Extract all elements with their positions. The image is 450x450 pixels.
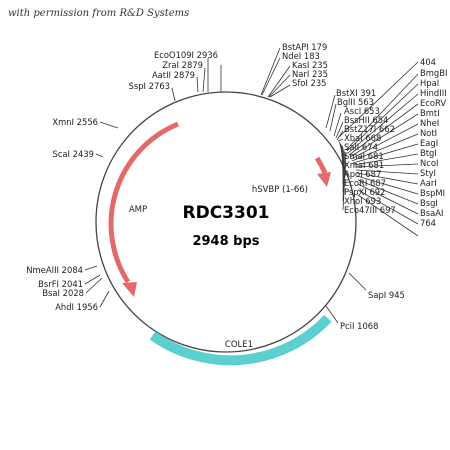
site-label: BssHII 654 xyxy=(344,115,388,125)
site-label: 764 xyxy=(420,218,436,228)
site-label: BsaAI xyxy=(420,208,443,218)
amp-arrow-head xyxy=(122,282,137,297)
site-label: KasI 235 xyxy=(292,60,328,70)
site-label: BstXI 391 xyxy=(336,88,376,98)
site-label: XmnI 2556 xyxy=(52,117,98,127)
site-label: EcoO109I 2936 xyxy=(154,50,218,60)
site-label: HindIII xyxy=(420,88,447,98)
site-label: 404 xyxy=(420,57,436,67)
site-label: PciI 1068 xyxy=(340,321,378,331)
site-label: EcoRV xyxy=(420,98,446,108)
site-label: NotI xyxy=(420,128,437,138)
site-label: EagI xyxy=(420,138,438,148)
site-label: SmaI 681 xyxy=(344,151,384,161)
site-label: PspXI 692 xyxy=(344,187,385,197)
site-label: BspMI xyxy=(420,188,445,198)
site-label: NarI 235 xyxy=(292,69,328,79)
site-label: AscI 653 xyxy=(344,106,380,116)
site-label: BstAPI 179 xyxy=(282,42,327,52)
plasmid-name: RDC3301 xyxy=(183,203,270,223)
site-label: AarI xyxy=(420,178,437,188)
site-label: XhoI 693 xyxy=(344,196,381,206)
site-label: BsgI xyxy=(420,198,438,208)
site-label: BtgI xyxy=(420,148,437,158)
hsvbp-arrow-head xyxy=(317,172,331,187)
cole1-label: COLE1 xyxy=(225,340,253,350)
site-label: AatII 2879 xyxy=(152,70,195,80)
hsvbp-arrow xyxy=(314,156,328,175)
site-label: NheI xyxy=(420,118,439,128)
site-label: SfoI 235 xyxy=(292,78,327,88)
credit-text: with permission from R&D Systems xyxy=(8,8,190,19)
site-leader-lines xyxy=(84,47,419,324)
site-label: Eco47III 697 xyxy=(344,205,396,215)
site-label: ScaI 2439 xyxy=(53,149,95,159)
site-label: ZraI 2879 xyxy=(162,60,203,70)
plasmid-backbone xyxy=(95,91,357,353)
site-label: NcoI xyxy=(420,158,438,168)
site-label: EcoRI 687 xyxy=(344,178,386,188)
site-label: BmgBI xyxy=(420,68,447,78)
site-label: BstZ17I 662 xyxy=(344,124,395,134)
site-label: SspI 2763 xyxy=(129,81,170,91)
site-label: HpaI xyxy=(420,78,439,88)
amp-arrow xyxy=(108,121,179,284)
site-label: AhdI 1956 xyxy=(55,302,98,312)
site-label: BsrFI 2041 xyxy=(38,279,83,289)
amp-label: AMP xyxy=(129,205,147,215)
site-label: StyI xyxy=(420,168,436,178)
site-label: XmaI 681 xyxy=(344,160,384,170)
site-label: NdeI 183 xyxy=(282,51,320,61)
site-label: SalI 674 xyxy=(344,142,378,152)
site-label: ApoI 687 xyxy=(344,169,381,179)
site-label: SapI 945 xyxy=(368,290,405,300)
site-label: XbaI 668 xyxy=(344,133,381,143)
site-label: BmtI xyxy=(420,108,440,118)
site-label: BglII 563 xyxy=(337,97,374,107)
cole1-feature xyxy=(149,314,332,366)
hsvbp-label: hSVBP (1-66) xyxy=(252,185,308,195)
site-label: NmeAIII 2084 xyxy=(26,265,83,275)
site-label: BsaI 2028 xyxy=(42,288,84,298)
plasmid-size: 2948 bps xyxy=(192,234,259,249)
